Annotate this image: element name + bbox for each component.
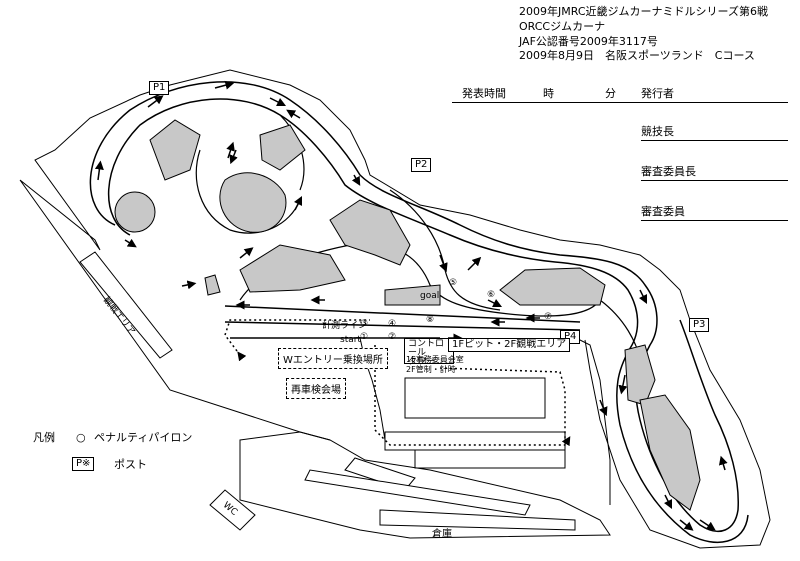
- legend-pylon-label: ペナルティパイロン: [94, 431, 193, 444]
- paddock-block: [404, 377, 546, 419]
- pit-spectator-area: 1Fピット・2F観戦エリア: [448, 338, 571, 352]
- infield-block: [114, 191, 156, 233]
- paddock-block: [304, 469, 531, 516]
- issuer-label: 発行者: [641, 87, 674, 100]
- infield-block: [639, 394, 701, 511]
- pylon-7: ⑦: [544, 312, 553, 322]
- track-edge-outer: [89, 81, 740, 532]
- post-p3: P3: [689, 318, 710, 332]
- signature-line: [641, 140, 788, 141]
- warehouse-block: [379, 509, 576, 531]
- pylon-8: ⑧: [426, 315, 435, 325]
- pylon-5: ⑤: [449, 278, 458, 288]
- jaf-number: JAF公認番号2009年3117号: [519, 35, 658, 48]
- event-subtitle: ORCCジムカーナ: [519, 20, 606, 33]
- timing-room-label: 2F管制・計時: [406, 365, 456, 374]
- event-date-venue: 2009年8月9日 名阪スポーツランド Cコース: [519, 49, 755, 62]
- infield-block: [219, 172, 287, 233]
- goal-label: goal: [420, 291, 440, 301]
- paddock-block: [414, 449, 566, 469]
- infield-block: [149, 119, 201, 181]
- event-title: 2009年JMRC近畿ジムカーナミドルシリーズ第6戦: [519, 5, 768, 18]
- infield-block: [204, 274, 221, 296]
- infield-block: [329, 199, 411, 266]
- legend-title: 凡例: [33, 431, 55, 444]
- infield-block: [259, 124, 306, 171]
- pylon-6: ⑥: [487, 290, 496, 300]
- timing-line-label: 計測ライン: [322, 321, 368, 331]
- infield-block: [499, 267, 606, 306]
- pylon-3: ③: [360, 319, 369, 329]
- hour-label: 時: [543, 87, 554, 100]
- inspector-label: 審査委員: [641, 205, 685, 218]
- paddock-block: [384, 431, 566, 451]
- start-label: start: [340, 335, 361, 345]
- pylon-2: ②: [388, 332, 397, 342]
- pylon-symbol-icon: ○: [76, 431, 86, 444]
- infield-block: [384, 284, 441, 306]
- reinspection-area: 再車検会場: [286, 378, 346, 399]
- chief-inspector-label: 審査委員長: [641, 165, 696, 178]
- chief-judge-label: 競技長: [641, 125, 674, 138]
- signature-line: [641, 220, 788, 221]
- signature-line: [641, 180, 788, 181]
- post-p2: P2: [411, 158, 432, 172]
- w-entry-area: Wエントリー乗換場所: [278, 348, 388, 369]
- legend-colon: :: [33, 431, 55, 444]
- office-label: 1F事務委員会室: [406, 355, 464, 364]
- minute-label: 分: [605, 87, 616, 100]
- pylon-4: ④: [388, 319, 397, 329]
- track-edge-inner: [107, 98, 749, 543]
- infield-block: [239, 244, 346, 293]
- signature-line: [452, 102, 788, 103]
- legend-post-label: ポスト: [114, 458, 147, 471]
- post-symbol-icon: P※: [72, 457, 95, 471]
- warehouse-label: 倉庫: [432, 529, 452, 540]
- announce-time-label: 発表時間: [462, 87, 506, 100]
- pylon-1: ①: [360, 332, 369, 342]
- infield-block: [624, 344, 656, 406]
- post-p1: P1: [149, 81, 170, 95]
